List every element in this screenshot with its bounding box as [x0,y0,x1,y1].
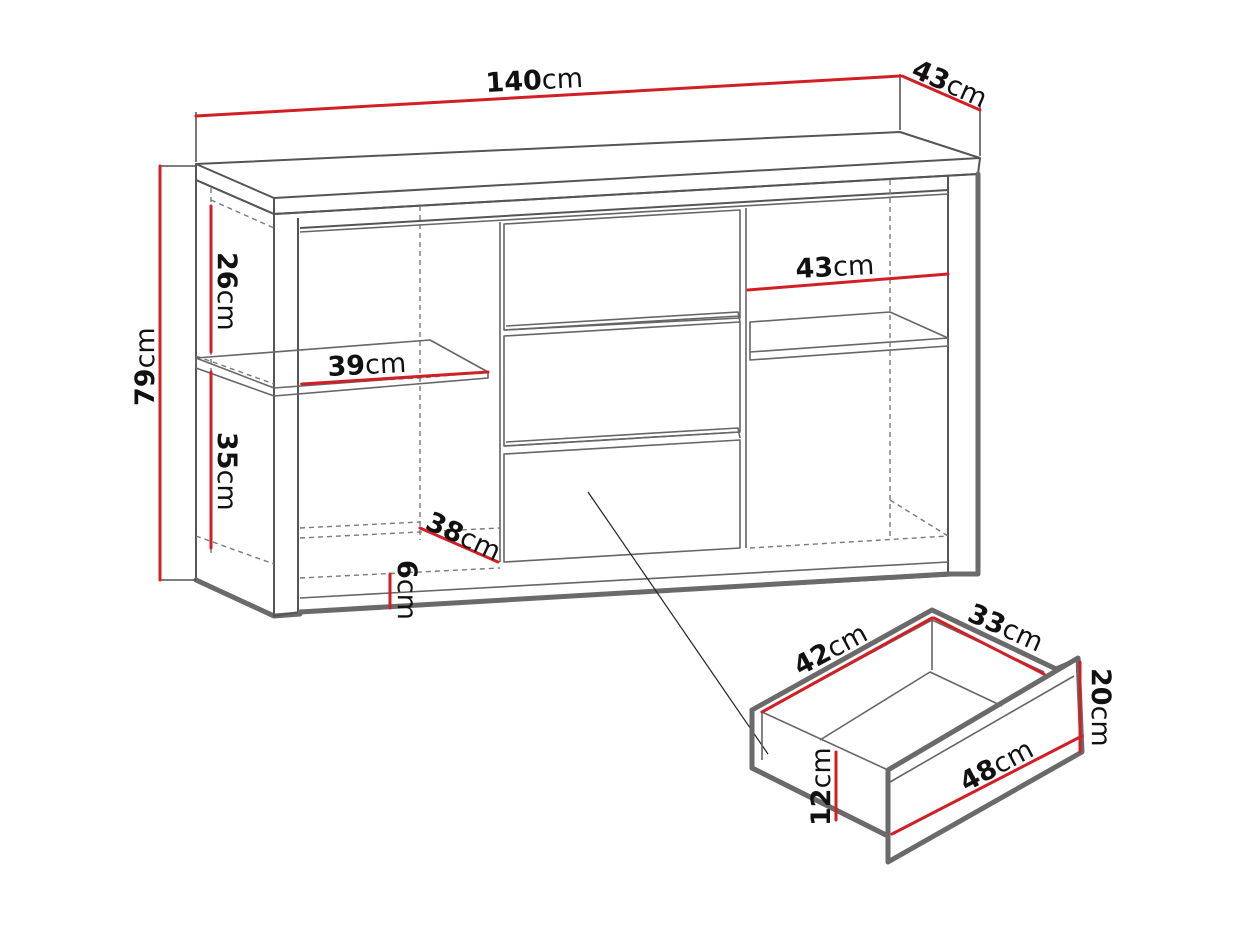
sideboard-cabinet [193,131,981,619]
front-frame [273,173,979,617]
height-label: 79cm [130,327,161,406]
drawer-front-width-label: 48cm [955,734,1039,798]
drawer-detail [749,607,1085,865]
drawer-inner-width-line [932,616,1046,676]
plinth-label: 6cm [391,560,422,620]
drawer-inner-width-label: 33cm [963,598,1048,658]
right-shelf [749,311,949,353]
drawer-leader-line [587,491,769,755]
dimension-labels: 140cm 43cm 79cm 26cm 35cm 39cm 38cm 6cm … [130,54,1116,826]
right-shelf-width-label: 43cm [795,250,875,285]
drawer-side-height-label: 12cm [806,747,837,826]
depth-label: 43cm [907,54,992,114]
upper-compartment-label: 26cm [211,252,242,331]
drawer-front-bottom [503,439,741,563]
left-shelf-width-line [300,370,490,386]
drawer-front-panel [885,655,1085,865]
lower-compartment-label: 35cm [211,432,242,511]
drawer-front-middle [503,321,741,447]
top-slab [195,131,981,215]
left-side-panel [195,179,275,617]
cabinet-dimension-lines [158,74,982,610]
width-label: 140cm [485,63,584,99]
right-shelf-width-line [746,272,950,292]
drawer-front-top [503,209,741,331]
drawer-front-width-line [890,734,1084,836]
left-shelf-depth-label: 38cm [421,506,505,567]
depth-dimension-line [900,74,982,112]
width-dimension-line [194,74,902,118]
left-shelf-depth-line [418,526,500,564]
drawer-front-height-label: 20cm [1085,668,1116,747]
left-shelf-width-label: 39cm [327,348,407,383]
drawer-depth-line [760,616,934,714]
